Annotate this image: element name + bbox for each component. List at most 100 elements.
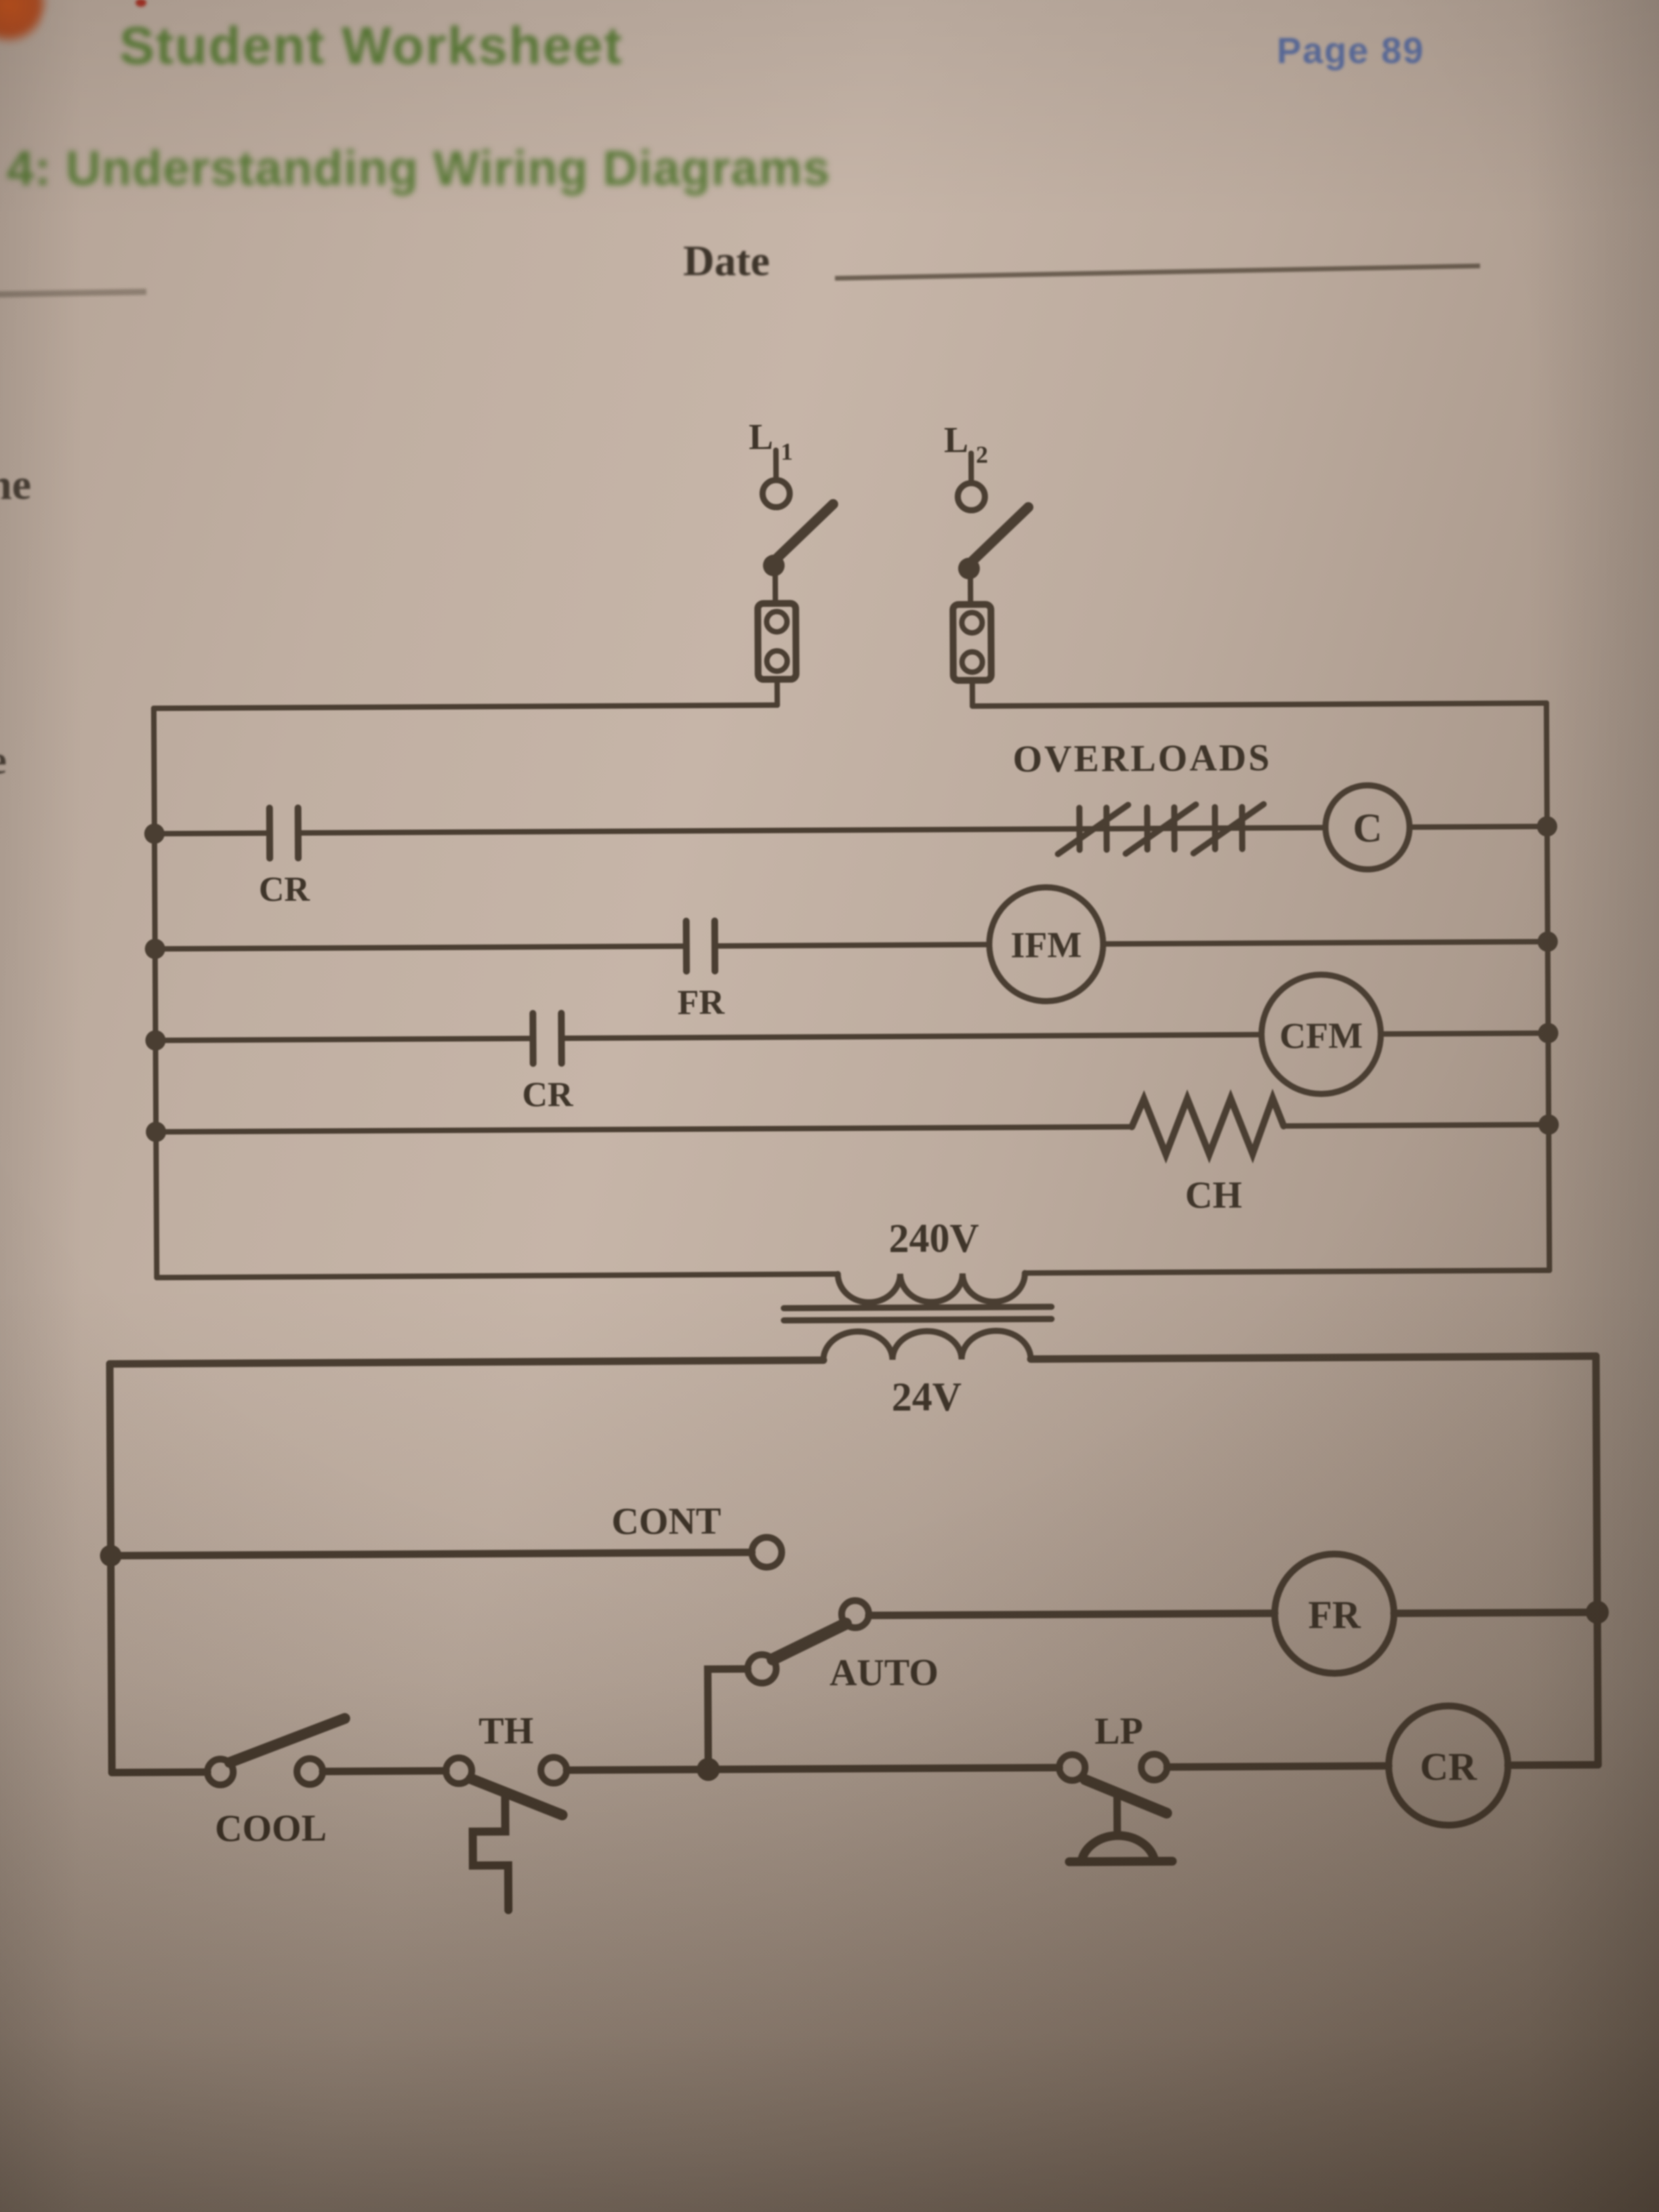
ch-resistor-zigzag [1128,1088,1288,1164]
l2-terminal-circle [954,480,988,514]
l2-fuse-bottom-cap [959,649,985,675]
primary-winding [834,1269,1028,1306]
fr-coil-label: FR [1308,1593,1361,1637]
wire [558,1031,1265,1042]
wire [712,941,992,949]
rung-control-relay: COOL TH LP CR [108,1702,1602,1914]
lp-diaphragm-dome [1077,1831,1160,1866]
cr-contact-label: CR [522,1076,574,1114]
cool-blade [224,1713,350,1768]
l1-disconnect-blade [773,499,838,562]
rung-indoor-fan: FR IFM [144,884,1558,1022]
l1-subscript: 1 [781,438,793,465]
left-rail-upper [150,705,160,1281]
junction-dot [1536,816,1557,837]
left-rail-lower [106,1360,116,1777]
overload-symbol-1 [1054,802,1132,857]
wire [108,1768,211,1777]
right-rail-upper [1543,700,1553,1273]
cool-label: COOL [215,1807,327,1850]
l1-label: L [749,416,773,457]
wire [295,825,1328,836]
junction-dot [144,939,165,960]
th-blade [466,1773,568,1821]
slash [1122,801,1200,857]
auto-branch-wire [703,1665,752,1774]
lower-ladder: CONT AUTO FR COOL [100,1352,1609,1914]
th-thermal-element [468,1792,513,1914]
cropped-left-text-fragment: he [0,460,31,508]
wire [152,943,689,952]
cont-open-terminal [748,1534,785,1571]
rung-crankcase-heater: CH [146,1088,1559,1216]
page-number: Page 89 [1277,30,1425,71]
l2-subscript: 2 [976,441,988,468]
right-rail-lower [1592,1352,1602,1769]
l1-fuse-bottom-cap [764,648,790,674]
primary-voltage-label: 240V [888,1216,979,1261]
ch-label: CH [1185,1174,1242,1216]
top-bus-left [106,1356,827,1368]
wire [153,1124,1135,1135]
cool-terminal-left [204,1755,237,1788]
core-bar-bottom [781,1315,1055,1324]
auto-label: AUTO [830,1652,939,1694]
l1-terminal-circle [759,476,793,510]
wire [152,1036,536,1044]
l2-fuse-top-cap [959,609,985,636]
th-label: TH [478,1710,533,1752]
slash [1054,802,1132,857]
top-bus-right [1027,1352,1600,1363]
lesson-title: 4: Understanding Wiring Diagrams [7,142,831,196]
secondary-voltage-label: 24V [891,1374,962,1420]
auto-pivot-terminal [744,1651,780,1687]
auto-blade [766,1617,853,1666]
core-bar-top [781,1303,1055,1311]
page-title: Student Worksheet [119,16,623,75]
fr-contact-label: FR [677,983,725,1022]
lp-blade [1080,1774,1172,1819]
l2-disconnect-blade [968,501,1033,566]
cr-contact-label: CR [259,870,311,909]
wire [562,1763,1063,1774]
l2-pivot-dot [958,557,980,579]
wire [106,1549,756,1560]
cont-label: CONT [611,1500,721,1543]
lp-terminal-left [1056,1751,1089,1784]
wire [1100,939,1551,947]
th-terminal-right [537,1754,571,1787]
wire [1281,1122,1552,1129]
lp-diaphragm-base [1065,1856,1177,1866]
contactor-coil-label: C [1353,806,1382,851]
wire [1390,1608,1601,1618]
cool-terminal-right [293,1755,327,1788]
rung-condenser-fan: CR CFM [145,971,1559,1114]
lp-label: LP [1094,1711,1143,1753]
wire [865,1610,1279,1620]
slash [1190,801,1267,857]
supply-l1: L 1 [749,416,838,708]
l1-pivot-dot [762,554,785,577]
bottom-bus-right [1022,1267,1553,1276]
wire [151,830,272,837]
rung-fan-relay: AUTO FR [703,1551,1609,1774]
lp-terminal-right [1138,1750,1171,1784]
junction-dot [697,1757,720,1781]
ifm-coil-label: IFM [1010,924,1082,966]
overload-symbol-2 [1122,801,1200,857]
junction-dot [1537,931,1558,952]
cropped-left-text-fragment-2: e [0,737,7,783]
junction-dot [1538,1114,1559,1135]
supply-l2: L 2 [944,419,1033,709]
top-bus-right [969,700,1549,709]
l2-fuse-body [949,600,995,684]
top-bus-left [150,702,780,712]
junction-dot [1585,1601,1609,1624]
photo-red-speck [136,0,146,7]
junction-dot [145,1030,166,1051]
junction-dot [144,823,165,844]
bottom-bus-left [154,1271,841,1281]
wire [1163,1762,1393,1771]
